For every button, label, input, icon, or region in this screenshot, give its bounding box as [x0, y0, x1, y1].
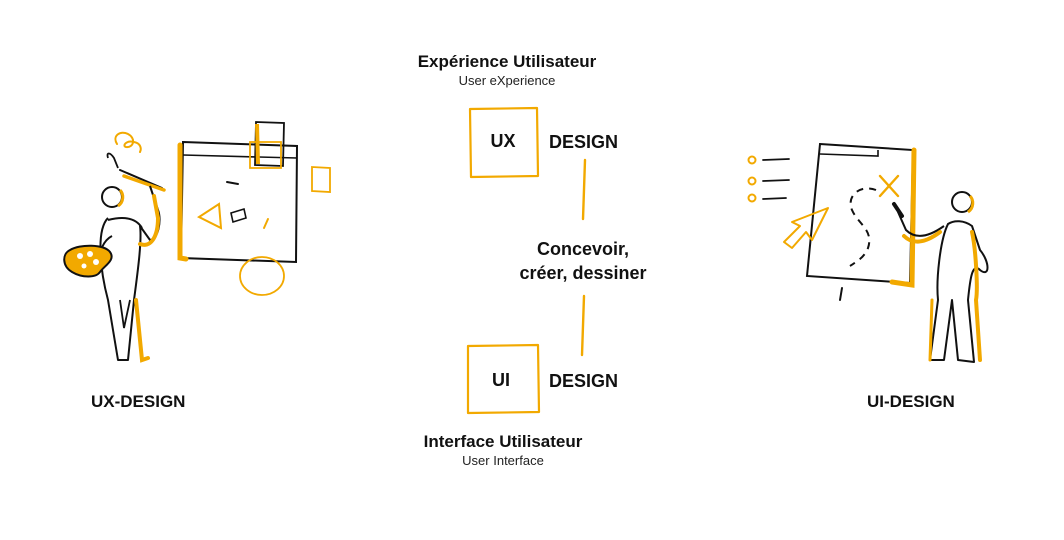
connector-top — [581, 158, 587, 221]
ux-caption: UX-DESIGN — [91, 392, 186, 411]
middle-line-1: Concevoir, — [536, 239, 630, 259]
connector-bottom — [580, 294, 586, 357]
cursor-arrow-icon — [783, 207, 829, 249]
designer-figure-icon — [892, 191, 989, 363]
middle-text: Concevoir, créer, dessiner — [510, 237, 656, 285]
canvas-board-icon — [177, 121, 331, 296]
ux-box-label: UX — [490, 131, 516, 151]
top-subtitle: User eXperience — [458, 73, 556, 88]
palette-icon — [63, 244, 113, 278]
ux-box — [468, 106, 540, 179]
swirl-icon — [114, 131, 142, 153]
bottom-title: Interface Utilisateur — [423, 432, 583, 451]
list-icon — [747, 155, 790, 203]
ui-design-word: DESIGN — [549, 371, 619, 391]
middle-line-2: créer, dessiner — [519, 263, 647, 283]
paintbrush-icon — [106, 152, 166, 192]
top-title: Expérience Utilisateur — [417, 52, 597, 71]
ux-design-word: DESIGN — [549, 132, 619, 152]
ui-caption: UI-DESIGN — [867, 392, 955, 411]
bottom-heading: Interface Utilisateur User Interface — [395, 432, 611, 468]
ui-box-label: UI — [492, 370, 510, 390]
top-heading: Expérience Utilisateur User eXperience — [390, 52, 624, 88]
drawing-board-icon — [805, 142, 917, 301]
bottom-subtitle: User Interface — [462, 453, 544, 468]
ui-box — [466, 343, 541, 415]
